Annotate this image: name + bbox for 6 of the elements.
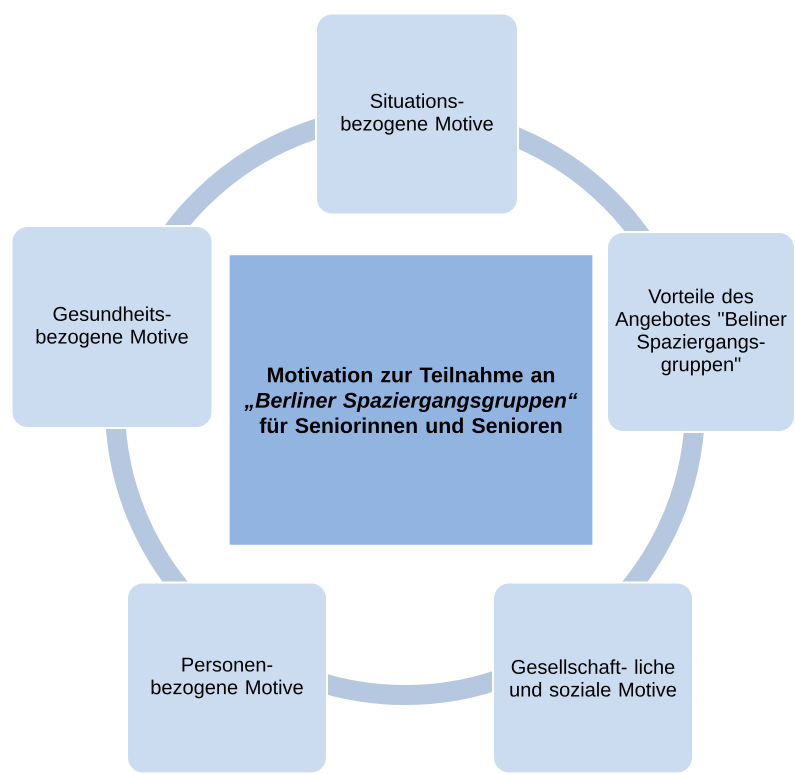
- motive-box: Situations- bezogene Motive: [315, 12, 519, 216]
- motive-box: Gesundheits- bezogene Motive: [10, 225, 214, 429]
- motive-box: Personen- bezogene Motive: [126, 582, 328, 774]
- central-box: Motivation zur Teilnahme an „Berliner Spaziergangsgruppen“ für Seniorinnen und Senioren: [228, 254, 594, 546]
- motive-box: Vorteile des Angebotes "Beliner Spaziergangs- gruppen": [606, 231, 795, 433]
- motive-box: Gesellschaft- liche und soziale Motive: [492, 582, 694, 774]
